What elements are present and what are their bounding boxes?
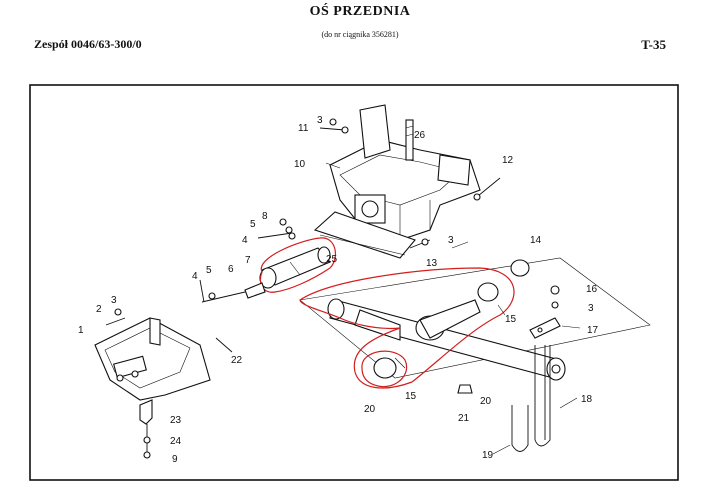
label-part: 17 <box>587 325 599 336</box>
label-part: 11 <box>298 123 309 134</box>
front-bracket-housing <box>329 104 481 241</box>
label-part: 25 <box>326 254 338 265</box>
pin-24-9 <box>143 424 151 459</box>
highlight-bushings <box>299 267 515 389</box>
label-part: 2 <box>96 304 102 315</box>
highlight-pin <box>259 237 337 293</box>
label-part: 10 <box>294 159 306 170</box>
label-part: 15 <box>405 391 417 402</box>
leader-lines <box>325 162 581 455</box>
label-part: 3 <box>588 303 594 314</box>
label-part: 20 <box>480 396 492 407</box>
label-part: 26 <box>414 130 426 141</box>
u-bolt-19 <box>511 405 529 452</box>
plate-17 <box>529 317 561 339</box>
label-part: 7 <box>245 255 251 266</box>
label-part: 3 <box>111 295 117 306</box>
assembly-code: Zespół 0046/63-300/0 <box>34 37 142 51</box>
bolts-11-3 <box>319 118 349 134</box>
bolt-13-3 <box>409 238 431 249</box>
label-part: 5 <box>250 219 256 230</box>
label-part: 9 <box>172 454 178 465</box>
page-title: OŚ PRZEDNIA <box>309 4 411 19</box>
label-part: 16 <box>586 284 598 295</box>
cross-bar-25 <box>313 211 416 259</box>
label-part: 1 <box>78 325 84 336</box>
label-part: 3 <box>317 115 323 126</box>
link-6 <box>201 282 266 303</box>
label-part: 5 <box>206 265 212 276</box>
bolts-4-5-8 <box>257 218 296 240</box>
label-part: 24 <box>170 436 182 447</box>
label-part: 8 <box>262 211 268 222</box>
label-part: 4 <box>242 235 248 246</box>
page-code: T-35 <box>641 37 666 52</box>
label-part: 15 <box>505 314 517 325</box>
pivot-pin-7 <box>259 246 331 289</box>
label-part: 6 <box>228 264 234 275</box>
clip-23 <box>139 399 153 425</box>
label-part: 14 <box>530 235 542 246</box>
u-bolt-18 <box>534 345 551 447</box>
bolt-12 <box>473 177 501 201</box>
bushing-15-upper <box>415 282 499 341</box>
bushing-14 <box>510 259 530 277</box>
label-part: 22 <box>231 355 243 366</box>
label-part: 21 <box>458 413 470 424</box>
bolt-26 <box>405 119 414 161</box>
label-part: 20 <box>364 404 376 415</box>
bolts-2-3 <box>105 308 126 326</box>
label-part: 3 <box>448 235 454 246</box>
page-subtitle: (do nr ciągnika 356281) <box>321 30 399 39</box>
label-part: 12 <box>502 155 514 166</box>
front-bracket-1 <box>94 317 211 401</box>
pin-22 <box>215 337 233 353</box>
label-part: 13 <box>426 258 438 269</box>
axle-beam-20 <box>299 257 651 381</box>
label-part: 23 <box>170 415 182 426</box>
label-part: 18 <box>581 394 593 405</box>
label-part: 4 <box>192 271 198 282</box>
nut-16 <box>550 285 560 309</box>
part-labels: 1 2 3 3 3 3 4 4 5 5 6 7 8 9 10 11 12 13 … <box>78 115 599 465</box>
bushing-15-lower <box>373 357 397 379</box>
bolt-4-left <box>199 279 205 303</box>
highlight-bushing-lower <box>361 350 408 388</box>
diagram-frame <box>29 84 679 481</box>
nut-21 <box>457 384 473 394</box>
label-part: 19 <box>482 450 494 461</box>
